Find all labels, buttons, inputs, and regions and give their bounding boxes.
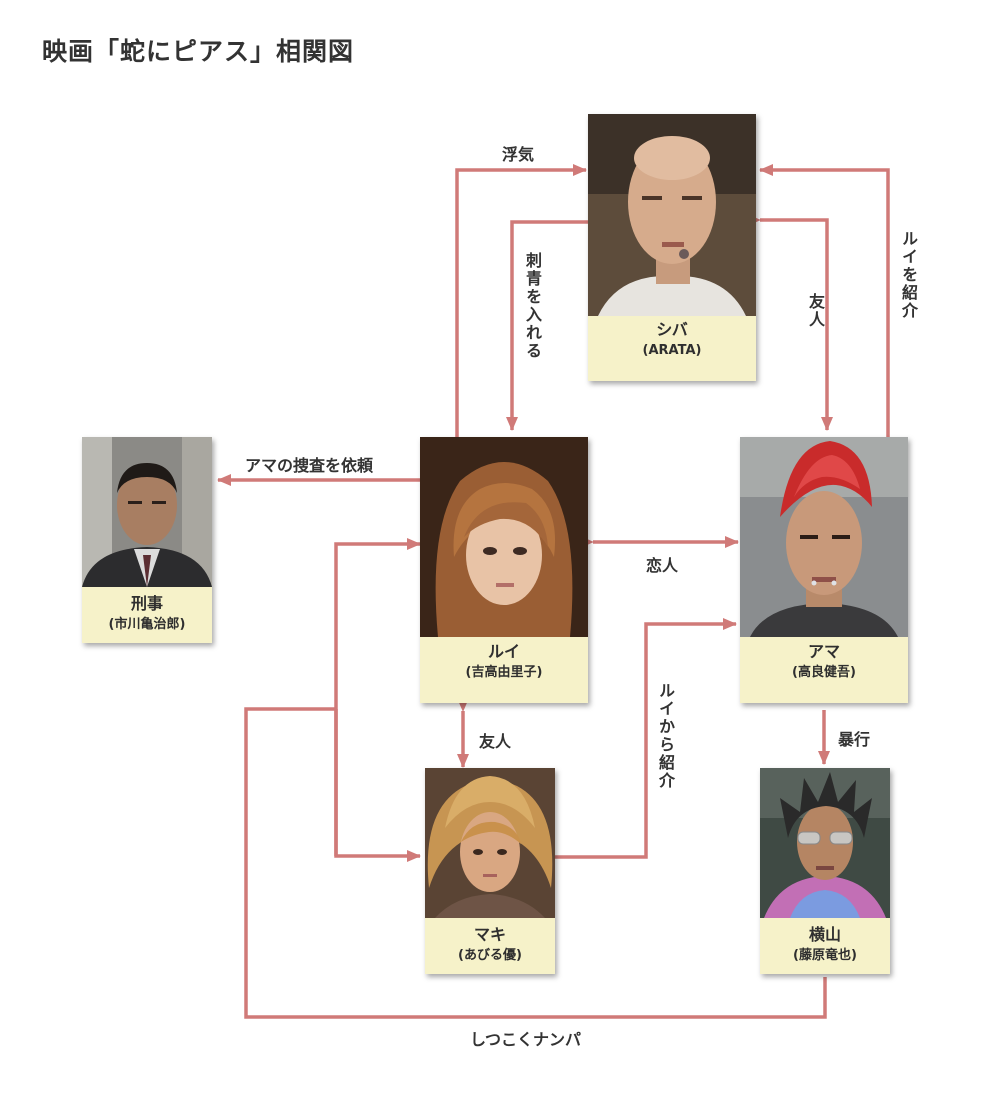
label-tattoo: 刺青を入れる	[523, 252, 542, 360]
person-actor-ama: (高良健吾)	[792, 665, 856, 680]
arrow-tattoo	[506, 220, 588, 431]
person-card-shiba: シバ (ARATA)	[588, 114, 756, 381]
arrow-introduce-lui	[759, 164, 890, 437]
portrait-ama	[740, 437, 908, 637]
label-affair: 浮気	[502, 145, 535, 164]
arrow-pickup-maki	[334, 709, 421, 862]
arrow-pickup-lui	[334, 538, 421, 856]
person-card-maki: マキ (あびる優)	[425, 768, 555, 974]
arrow-introduce-from-lui	[555, 618, 737, 859]
arrow-friends-shiba-ama	[747, 214, 833, 431]
person-name-lui: ルイ	[487, 642, 520, 661]
person-card-detective: 刑事 (市川亀治郎)	[82, 437, 212, 643]
person-actor-shiba: (ARATA)	[642, 343, 702, 358]
label-introduce-lui: ルイを紹介	[899, 230, 918, 320]
label-friends-lui-maki: 友人	[479, 732, 512, 751]
portrait-shiba	[588, 114, 756, 316]
portrait-lui	[420, 437, 588, 637]
portrait-yokoyama	[760, 768, 890, 918]
label-violence: 暴行	[838, 730, 871, 749]
person-actor-yokoyama: (藤原竜也)	[793, 948, 857, 963]
person-card-yokoyama: 横山 (藤原竜也)	[760, 768, 890, 974]
person-name-maki: マキ	[473, 925, 506, 944]
person-name-detective: 刑事	[130, 594, 163, 613]
person-actor-maki: (あびる優)	[458, 948, 522, 963]
label-introduce-from-lui: ルイから紹介	[656, 682, 675, 790]
portrait-detective	[82, 437, 212, 587]
person-name-yokoyama: 横山	[808, 925, 841, 944]
person-name-shiba: シバ	[656, 320, 688, 339]
portrait-maki	[425, 768, 555, 918]
person-card-ama: アマ (高良健吾)	[740, 437, 908, 703]
label-pickup: しつこくナンパ	[470, 1030, 582, 1049]
person-actor-detective: (市川亀治郎)	[108, 617, 186, 632]
person-actor-lui: (吉高由里子)	[465, 665, 543, 680]
label-lovers: 恋人	[646, 556, 679, 575]
label-request-detective: アマの捜査を依頼	[245, 456, 374, 475]
person-card-lui: ルイ (吉高由里子)	[420, 437, 588, 703]
arrow-affair	[455, 164, 587, 437]
label-friends-shiba-ama: 友人	[806, 293, 825, 329]
line-pickup-loop	[244, 707, 827, 1019]
person-name-ama: アマ	[807, 642, 840, 661]
page-title: 映画「蛇にピアス」相関図	[42, 37, 355, 66]
